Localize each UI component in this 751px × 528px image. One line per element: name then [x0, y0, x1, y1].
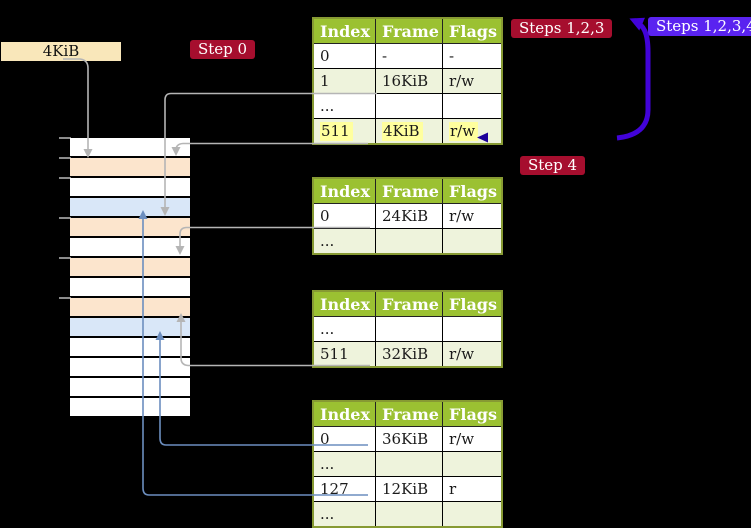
table-cell: 511 — [312, 341, 376, 368]
highlighted-value: r/w — [449, 122, 479, 141]
table-header-cell: Flags — [442, 400, 503, 427]
arrow-l4entry511-to-frame4 — [171, 142, 368, 156]
step4-label: Step 4 — [520, 156, 586, 175]
table-cell: r/w — [442, 341, 503, 368]
memory-frame-row — [70, 298, 190, 316]
highlighted-value: 4KiB — [382, 122, 423, 141]
memory-frame-row — [70, 278, 190, 296]
table-header-cell: Index — [312, 17, 376, 44]
table-cell: ... — [312, 228, 376, 255]
table-cell: 1 — [312, 68, 376, 94]
table-cell — [375, 316, 443, 342]
table-cell — [375, 451, 443, 477]
table-cell — [375, 501, 443, 528]
table-row: ... — [312, 316, 503, 342]
table-row: ... — [312, 228, 503, 255]
physical-memory-stack — [70, 138, 190, 418]
table-row: ... — [312, 501, 503, 528]
table-cell: 0 — [312, 426, 376, 452]
steps123-label: Steps 1,2,3 — [511, 19, 613, 38]
memory-frame-row — [70, 318, 190, 336]
table-cell: ... — [312, 451, 376, 477]
memory-frame-row — [70, 238, 190, 256]
table-row: 511 4KiB r/w — [312, 118, 503, 145]
table-header-cell: Frame — [375, 17, 443, 44]
table-header-cell: Flags — [442, 290, 503, 317]
memory-frame-row — [70, 138, 190, 156]
table-cell — [375, 93, 443, 119]
table-cell: r/w — [442, 118, 503, 145]
table-cell — [442, 228, 503, 255]
ruler-tick — [59, 217, 71, 219]
table-cell: 0 — [312, 43, 376, 69]
table-cell: 12KiB — [375, 476, 443, 502]
table-cell: 127 — [312, 476, 376, 502]
table-cell: 4KiB — [375, 118, 443, 145]
table-header-cell: Index — [312, 290, 376, 317]
table-cell — [375, 228, 443, 255]
table-cell — [442, 93, 503, 119]
memory-frame-row — [70, 158, 190, 176]
table-cell: ... — [312, 93, 376, 119]
table-cell — [442, 316, 503, 342]
memory-frame-row — [70, 398, 190, 416]
table-header-cell: Flags — [442, 177, 503, 204]
table-header-cell: Index — [312, 177, 376, 204]
ruler-tick — [59, 157, 71, 159]
ruler-tick — [59, 257, 71, 259]
memory-frame-row — [70, 258, 190, 276]
memory-frame-row — [70, 198, 190, 216]
table-cell: 32KiB — [375, 341, 443, 368]
ruler-tick — [59, 177, 71, 179]
memory-frame-row — [70, 378, 190, 396]
ruler-tick — [59, 297, 71, 299]
table-cell: 24KiB — [375, 203, 443, 229]
table-cell: ... — [312, 316, 376, 342]
table-cell — [442, 501, 503, 528]
table-cell: r/w — [442, 203, 503, 229]
recursive-loop-arrow — [616, 17, 651, 141]
table-header-cell: Frame — [375, 400, 443, 427]
table-header-cell: Index — [312, 400, 376, 427]
memory-frame-row — [70, 358, 190, 376]
step0-label: Step 0 — [190, 40, 256, 59]
table-cell: r/w — [442, 426, 503, 452]
table-cell: 36KiB — [375, 426, 443, 452]
table-cell: 16KiB — [375, 68, 443, 94]
highlighted-value: 511 — [320, 122, 353, 141]
table-cell: ... — [312, 501, 376, 528]
table-row: 0-- — [312, 43, 503, 69]
table-cell: 511 — [312, 118, 376, 145]
table-row: ... — [312, 93, 503, 119]
table-row: ... — [312, 451, 503, 477]
memory-frame-row — [70, 218, 190, 236]
table-cell: - — [375, 43, 443, 69]
frame-pointer-label: 4KiB — [1, 42, 121, 61]
table-cell: r — [442, 476, 503, 502]
memory-frame-row — [70, 178, 190, 196]
steps1234-label: Steps 1,2,3,4 — [648, 17, 751, 36]
table-cell — [442, 451, 503, 477]
table-header-cell: Frame — [375, 177, 443, 204]
table-header-cell: Frame — [375, 290, 443, 317]
table-header-cell: Flags — [442, 17, 503, 44]
memory-frame-row — [70, 338, 190, 356]
table-cell: r/w — [442, 68, 503, 94]
table-cell: 0 — [312, 203, 376, 229]
table-cell: - — [442, 43, 503, 69]
